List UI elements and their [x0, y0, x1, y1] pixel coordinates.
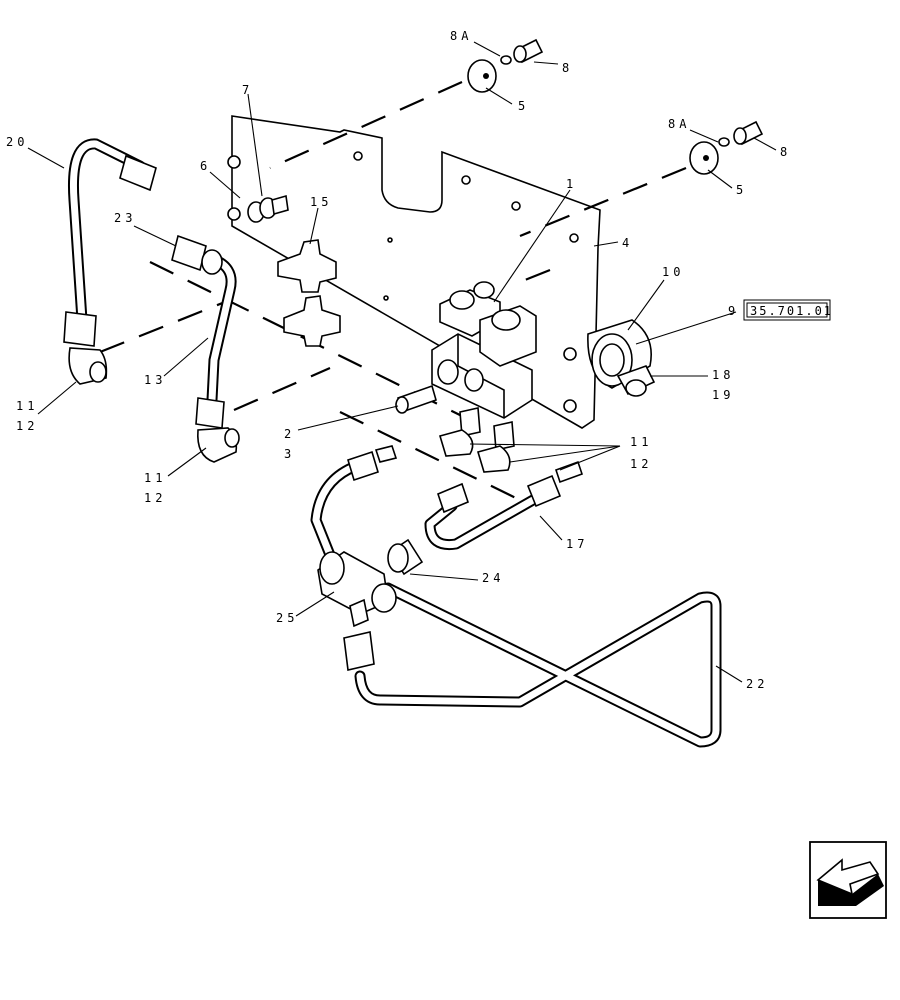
accumulator-9-10 — [587, 319, 656, 397]
callout-17: 17 — [566, 537, 588, 551]
callout-18: 18 — [712, 368, 734, 382]
callout-8-right: 8 — [780, 145, 791, 159]
callout-9: 9 — [728, 304, 739, 318]
callout-1: 1 — [566, 177, 577, 191]
callout-5-top: 5 — [518, 99, 529, 113]
callout-8-top: 8 — [562, 61, 573, 75]
callout-10: 10 — [662, 265, 684, 279]
elbow-fittings-center — [438, 407, 515, 473]
callout-5-right: 5 — [736, 183, 747, 197]
callout-12-left: 12 — [16, 419, 38, 433]
callout-12-right: 12 — [630, 457, 652, 471]
fastener-set-top — [467, 38, 544, 93]
fitting-24 — [387, 538, 424, 576]
callout-11-right: 11 — [630, 435, 652, 449]
valve-block — [395, 281, 537, 419]
callout-8a-right: 8A — [668, 117, 690, 131]
tube-20 — [63, 138, 157, 385]
leader-lines — [27, 41, 777, 683]
callout-23: 23 — [114, 211, 136, 225]
tube-13 — [171, 234, 240, 463]
tee-fitting-25 — [317, 551, 397, 671]
callout-4: 4 — [622, 236, 633, 250]
fastener-6-7 — [247, 194, 289, 223]
callout-6: 6 — [200, 159, 211, 173]
callout-20: 20 — [6, 135, 28, 149]
callout-7: 7 — [242, 83, 253, 97]
callout-labels: 1 2 3 4 5 5 6 7 8 8 8A 8A 9 10 11 12 11 … — [6, 29, 791, 691]
callout-12-mid: 12 — [144, 491, 166, 505]
callout-11-left: 11 — [16, 399, 38, 413]
tube-22 — [310, 445, 722, 748]
callout-24: 24 — [482, 571, 504, 585]
callout-3: 3 — [284, 447, 295, 461]
callout-2: 2 — [284, 427, 295, 441]
reference-label[interactable]: 35.701.01 — [750, 304, 833, 318]
callout-8a-top: 8A — [450, 29, 472, 43]
callout-11-mid: 11 — [144, 471, 166, 485]
cross-fitting-15 — [277, 239, 341, 347]
callout-15: 15 — [310, 195, 332, 209]
callout-22: 22 — [746, 677, 768, 691]
callout-25: 25 — [276, 611, 298, 625]
arrow-nav-icon[interactable] — [809, 841, 887, 919]
reference-link[interactable]: 35.701.01 — [743, 299, 833, 321]
fastener-set-right — [689, 120, 764, 175]
tube-17 — [424, 460, 584, 551]
callout-13: 13 — [144, 373, 166, 387]
callout-19: 19 — [712, 388, 734, 402]
